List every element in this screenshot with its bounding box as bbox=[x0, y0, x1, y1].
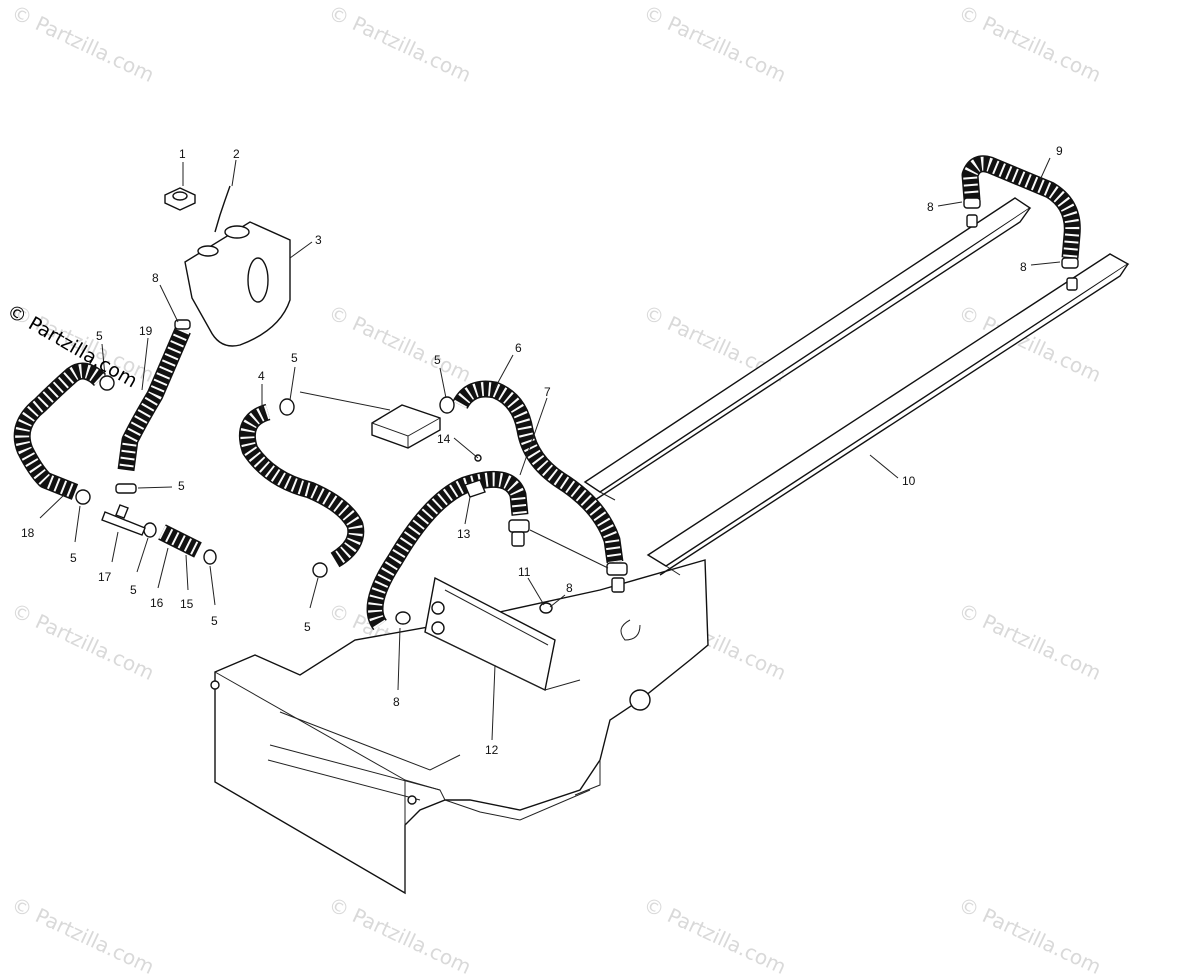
callout-5: 5 bbox=[70, 551, 77, 565]
callout-11: 11 bbox=[518, 565, 531, 579]
tunnel-chassis bbox=[210, 559, 709, 895]
callout-5: 5 bbox=[130, 583, 137, 597]
callout-labels: 1 2 3 8 19 5 4 5 5 6 7 9 8 8 10 14 13 11… bbox=[21, 144, 1063, 757]
callout-5: 5 bbox=[291, 351, 298, 365]
callout-5: 5 bbox=[96, 329, 103, 343]
callout-8: 8 bbox=[393, 695, 400, 709]
callout-8: 8 bbox=[1020, 260, 1027, 274]
callout-19: 19 bbox=[139, 324, 153, 338]
callout-5: 5 bbox=[178, 479, 185, 493]
callout-5: 5 bbox=[211, 614, 218, 628]
callout-8: 8 bbox=[152, 271, 159, 285]
callout-8: 8 bbox=[927, 200, 934, 214]
callout-4: 4 bbox=[258, 369, 265, 383]
callout-14: 14 bbox=[437, 432, 451, 446]
heat-exchanger-plate bbox=[424, 576, 581, 692]
callout-9: 9 bbox=[1056, 144, 1063, 158]
callout-1: 1 bbox=[179, 147, 186, 161]
callout-5: 5 bbox=[304, 620, 311, 634]
callout-10: 10 bbox=[902, 474, 916, 488]
callout-12: 12 bbox=[485, 743, 499, 757]
small-parts bbox=[75, 185, 1079, 625]
callout-6: 6 bbox=[515, 341, 522, 355]
callout-7: 7 bbox=[544, 385, 551, 399]
callout-8: 8 bbox=[566, 581, 573, 595]
heat-exchanger-rails bbox=[583, 197, 1130, 576]
callout-3: 3 bbox=[315, 233, 322, 247]
callout-13: 13 bbox=[457, 527, 471, 541]
callout-17: 17 bbox=[98, 570, 112, 584]
callout-16: 16 bbox=[150, 596, 164, 610]
callout-5: 5 bbox=[434, 353, 441, 367]
hoses bbox=[13, 155, 1081, 631]
callout-2: 2 bbox=[233, 147, 240, 161]
callout-18: 18 bbox=[21, 526, 35, 540]
callout-15: 15 bbox=[180, 597, 194, 611]
leader-lines bbox=[39, 157, 1061, 741]
